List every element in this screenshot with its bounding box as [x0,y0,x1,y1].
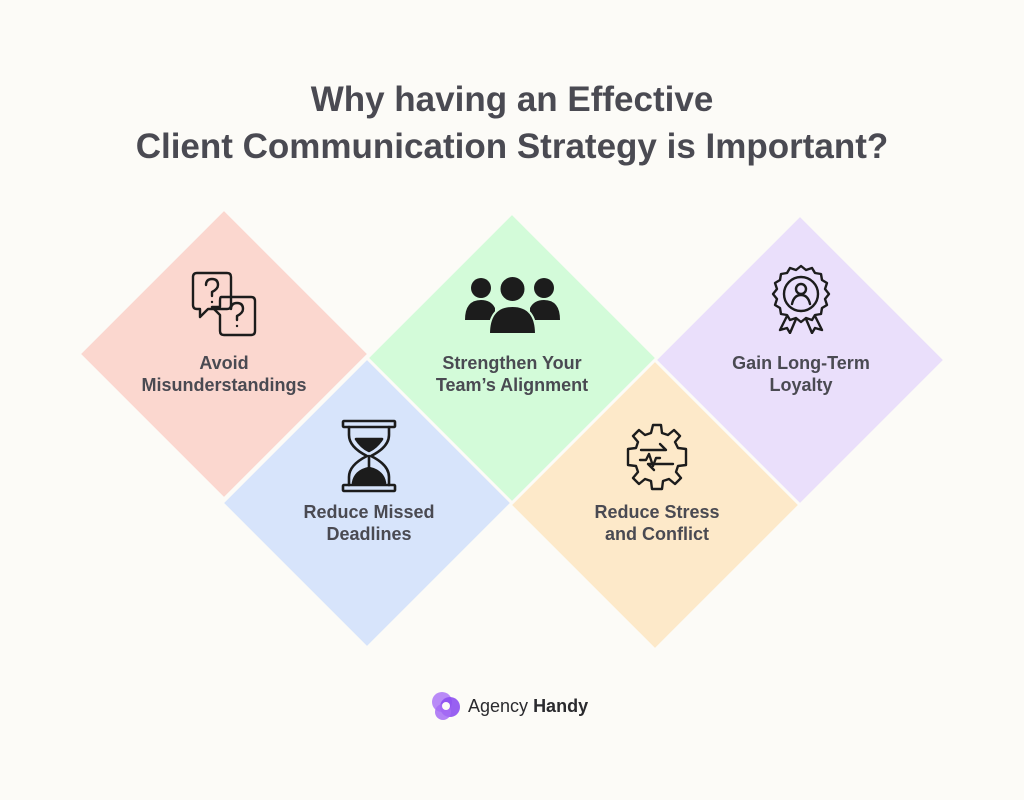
hourglass-icon [341,419,397,493]
brand-name-regular: Agency [468,695,529,716]
page-title: Why having an Effective Client Communica… [0,76,1024,170]
label-strengthen-alignment: Strengthen Your Team’s Alignment [435,353,589,395]
team-group-icon [465,275,560,334]
award-badge-icon [771,264,831,334]
brand-name-bold: Handy [533,695,589,716]
question-chat-bubbles-icon [191,271,257,337]
title-line-1: Why having an Effective [310,80,714,119]
brand-name: Agency Handy [468,696,588,717]
title-line-2: Client Communication Strategy is Importa… [135,127,889,166]
label-avoid-misunderstandings: Avoid Misunderstandings [141,353,307,395]
label-reduce-stress: Reduce Stress and Conflict [594,502,720,544]
brand-footer: Agency Handy [430,690,588,722]
label-reduce-missed-deadlines: Reduce Missed Deadlines [303,502,435,544]
gear-arrows-icon [626,423,688,491]
agency-handy-logo [432,692,460,720]
label-gain-loyalty: Gain Long-Term Loyalty [732,353,870,395]
